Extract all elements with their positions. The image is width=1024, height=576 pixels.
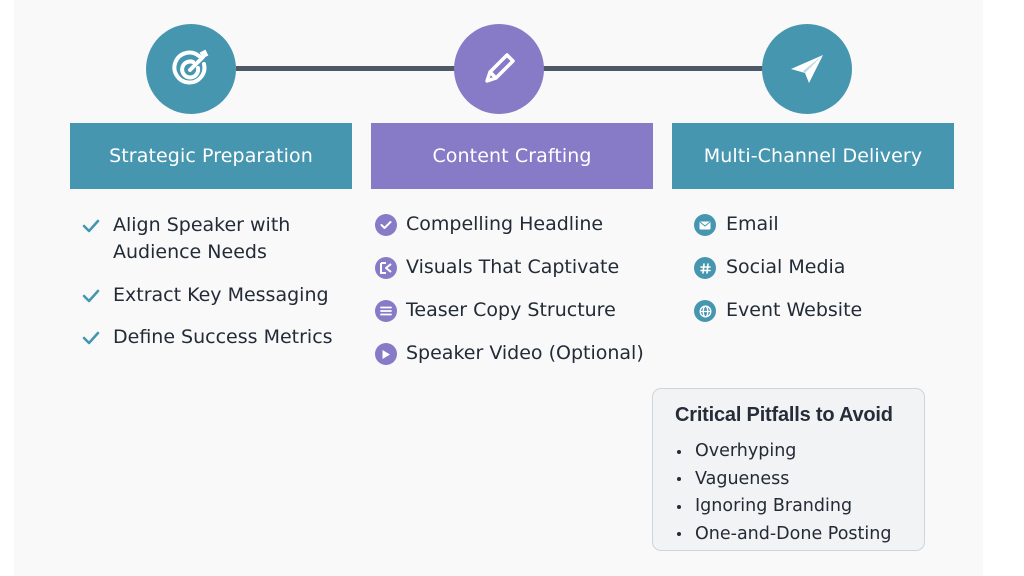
step-title: Multi-Channel Delivery [703,145,923,167]
list-item: Compelling Headline [375,211,665,238]
list-item-text: Email [726,213,779,235]
list-item: Speaker Video (Optional) [375,340,665,367]
text-lines-icon [375,300,397,322]
connector-line [541,66,765,71]
strategic-preparation-list: Align Speaker with Audience Needs Extrac… [80,212,370,366]
list-item: Email [694,211,934,238]
list-item: Define Success Metrics [80,324,370,351]
list-item: Align Speaker with Audience Needs [80,212,370,266]
checkmark-icon [80,327,102,349]
list-item-text: Align Speaker with Audience Needs [113,214,291,263]
list-item: Social Media [694,254,934,281]
checkmark-icon [80,285,102,307]
step-icon-circle [146,24,236,114]
step-icon-circle [454,24,544,114]
list-item: Event Website [694,297,934,324]
list-item: Teaser Copy Structure [375,297,665,324]
bullet-icon [677,504,681,509]
bullet-icon [677,449,681,454]
pencil-icon [485,53,515,83]
content-crafting-list: Compelling Headline Visuals That Captiva… [375,211,665,383]
image-icon [375,257,397,279]
connector-line [236,66,456,71]
list-item-text: Teaser Copy Structure [406,299,616,321]
paper-plane-icon [791,55,823,83]
pitfall-text: Vagueness [695,468,790,489]
step-title: Content Crafting [432,145,592,167]
step-header-multi-channel-delivery: Multi-Channel Delivery [672,123,954,189]
list-item-text: Speaker Video (Optional) [406,342,644,364]
pitfalls-list: Overhyping Vagueness Ignoring Branding O… [675,438,891,548]
play-icon [375,343,397,365]
list-item-text: Visuals That Captivate [406,256,620,278]
pitfall-text: Ignoring Branding [695,496,853,516]
pitfalls-title: Critical Pitfalls to Avoid [675,404,893,426]
list-item-text: Extract Key Messaging [113,284,329,306]
list-item: Visuals That Captivate [375,254,665,281]
step-icon-circle [762,24,852,114]
checkmark-icon [80,215,102,237]
pitfalls-callout: Critical Pitfalls to Avoid Overhyping Va… [652,388,925,551]
pitfall-item: One-and-Done Posting [675,521,891,549]
step-title: Strategic Preparation [109,145,313,167]
step-header-content-crafting: Content Crafting [371,123,653,189]
list-item-text: Compelling Headline [406,213,604,235]
email-icon [694,214,716,236]
pitfall-text: Overhyping [695,441,797,461]
multi-channel-delivery-list: Email Social Media Event Website [694,211,934,340]
bullet-icon [677,477,681,482]
check-circle-icon [375,214,397,236]
list-item-text: Define Success Metrics [113,326,333,348]
pitfall-item: Vagueness [675,466,891,494]
pitfall-text: One-and-Done Posting [695,523,892,544]
target-icon [172,49,209,85]
pitfall-item: Ignoring Branding [675,493,891,521]
list-item-text: Event Website [726,299,863,321]
list-item-text: Social Media [726,256,846,278]
list-item: Extract Key Messaging [80,282,370,309]
globe-icon [694,300,716,322]
hashtag-icon [694,257,716,279]
step-header-strategic-preparation: Strategic Preparation [70,123,352,189]
pitfall-item: Overhyping [675,438,891,466]
bullet-icon [677,532,681,537]
